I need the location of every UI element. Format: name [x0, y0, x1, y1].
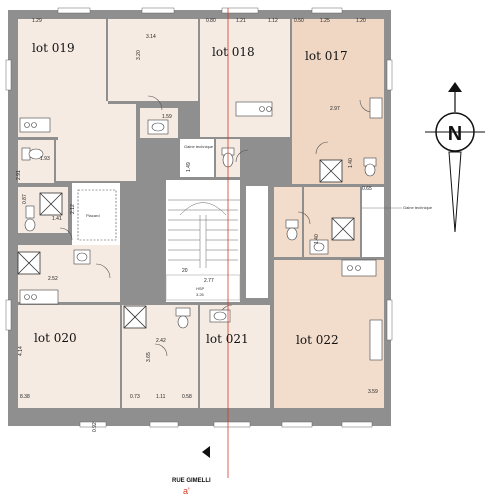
windows: [5, 7, 393, 428]
placard-area: [72, 183, 122, 245]
dim-label: 1.29: [32, 18, 42, 24]
gaine-technique-area: [180, 137, 220, 177]
room-bedroom-019: [108, 19, 198, 101]
hsp-note: HSP: [196, 286, 205, 291]
dim-label: 8.38: [20, 394, 30, 400]
dim-label: 0.80: [206, 18, 216, 24]
north-letter: N: [448, 123, 462, 145]
placard-box: [77, 189, 117, 241]
dim-label: 1.59: [162, 114, 172, 120]
dim-label: 3.14: [146, 34, 156, 40]
dim-label: 20: [182, 268, 188, 274]
kitchen-counter: [369, 97, 383, 119]
dim-label: 1.41: [52, 216, 62, 222]
dim-label: 1.93: [40, 156, 50, 162]
dim-label: 0.65: [362, 186, 372, 192]
street-name: RUE GIMELLI: [172, 478, 211, 484]
gaine-technique-022: [362, 187, 384, 260]
dim-label: 2.42: [156, 338, 166, 344]
kitchen-counters: [19, 97, 383, 361]
room-bedroom-020: [122, 340, 198, 408]
kitchen-counter: [235, 101, 273, 117]
section-marker: a': [183, 486, 190, 496]
room-lot-019: [18, 19, 106, 99]
wc-icon: [285, 219, 299, 229]
north-compass: N: [425, 82, 485, 233]
room-lot-018: [200, 19, 290, 137]
dim-label: 1.21: [236, 18, 246, 24]
dim-label: 3.20: [136, 50, 142, 60]
lot-019-label: lot 019: [32, 41, 75, 55]
dim-label: 1.25: [320, 18, 330, 24]
dim-label: 2.97: [330, 106, 340, 112]
wc-icon: [25, 205, 35, 219]
dim-label: 1.12: [268, 18, 278, 24]
room-lot-022: [272, 260, 384, 408]
dim-label: 0.50: [294, 18, 304, 24]
dim-label: 1.11: [156, 394, 166, 400]
dim-label: 4.14: [18, 346, 24, 356]
hsp-value: 3.26: [196, 292, 205, 297]
dim-label: 2.52: [48, 276, 58, 282]
gaine-technique-note: Gaine technique: [403, 205, 433, 210]
kitchen-counter: [19, 289, 59, 305]
dim-label: 2.91: [16, 170, 22, 180]
dim-label: 1.49: [186, 162, 192, 172]
lot-017-label: lot 017: [305, 49, 348, 63]
section-arrow-icon: [202, 446, 210, 458]
dim-label: 2.77: [204, 278, 214, 284]
dim-label: 1.20: [356, 18, 366, 24]
wc-icon: [175, 307, 191, 317]
dim-label: 1.40: [348, 158, 354, 168]
dim-label: 0.58: [182, 394, 192, 400]
elevator-shaft: [246, 186, 268, 298]
placard-note: Placard: [86, 213, 100, 218]
room-lot-019-living: [56, 99, 136, 181]
lot-021-label: lot 021: [206, 332, 249, 346]
room-bath-019b: [18, 139, 54, 187]
dim-label: 1.40: [314, 234, 320, 244]
room-lot-017: [292, 19, 384, 137]
dim-label: 3.59: [368, 389, 378, 395]
lot-022-label: lot 022: [296, 333, 339, 347]
dim-label: 0.73: [130, 394, 140, 400]
room-lot-020: [18, 305, 122, 408]
stair-wall-left: [154, 180, 166, 302]
shower-icons: [17, 159, 355, 329]
lot-018-label: lot 018: [212, 45, 255, 59]
dim-label: 0.92: [92, 422, 98, 432]
dim-label: 0.87: [22, 194, 28, 204]
gaine-technique-note: Gaine technique: [184, 144, 214, 149]
kitchen-counter: [369, 319, 383, 361]
dim-label: 3.65: [146, 352, 152, 362]
lot-020-label: lot 020: [34, 331, 77, 345]
interior-walls: [18, 19, 384, 408]
dim-label: 2.12: [70, 204, 76, 214]
